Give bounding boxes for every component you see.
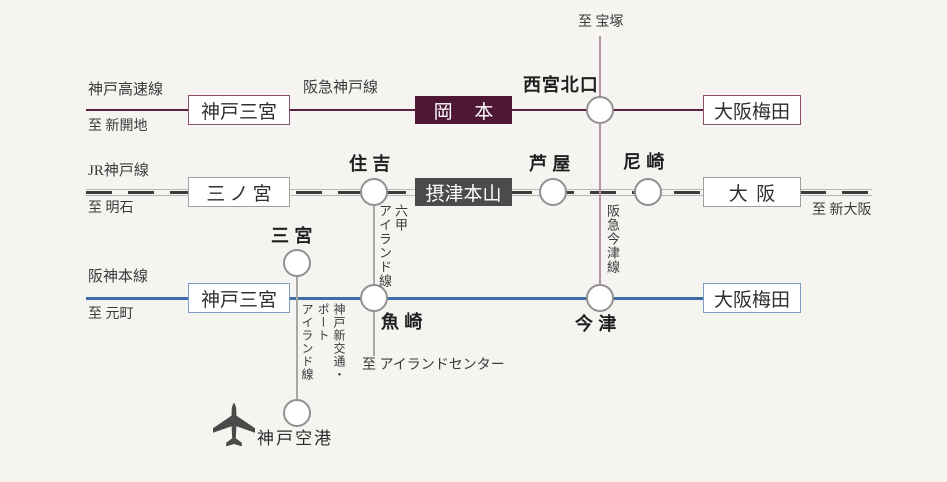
label-dest-shin-osaka: 至 新大阪 xyxy=(812,203,872,218)
label-dest-shinkaichi: 至 新開地 xyxy=(88,119,148,134)
station-marker-kobe-airport xyxy=(283,399,311,427)
rokko-island-line xyxy=(373,192,375,356)
hanshin-main-line xyxy=(86,297,703,300)
station-label: 大阪 xyxy=(728,183,784,205)
station-marker-imazu xyxy=(586,284,614,312)
station-label: 岡本 xyxy=(433,101,516,123)
label-dest-akashi: 至 明石 xyxy=(88,201,134,216)
label-station-uozaki: 魚崎 xyxy=(381,312,428,332)
station-label: 大阪梅田 xyxy=(713,289,790,311)
label-station-ashiya: 芦屋 xyxy=(529,154,576,174)
label-station-amagasaki: 尼崎 xyxy=(623,152,670,172)
label-station-sumiyoshi: 住吉 xyxy=(349,154,396,174)
station-marker-uozaki xyxy=(360,284,388,312)
airplane-icon xyxy=(213,402,255,447)
station-marker-sannomiya-port xyxy=(283,249,311,277)
label-rokko-island-line: 六甲 アイランド線 xyxy=(377,204,408,289)
label-port-island-line: 神戸新交通・ ポート アイランド線 xyxy=(300,303,346,381)
label-kobe-kosoku-line: 神戸高速線 xyxy=(88,82,164,98)
label-station-sannomiya-port: 三宮 xyxy=(271,226,318,246)
station-box-okamoto: 岡本 xyxy=(415,96,512,124)
hankyu-kobe-line xyxy=(86,109,703,111)
station-box-sannomiya-jr: 三ノ宮 xyxy=(188,177,290,207)
station-box-osaka: 大阪 xyxy=(703,177,801,207)
station-box-hankyu-osaka-umeda: 大阪梅田 xyxy=(703,95,801,125)
station-box-hanshin-osaka-umeda: 大阪梅田 xyxy=(703,283,801,313)
station-box-hanshin-kobe-sannomiya: 神戸三宮 xyxy=(188,283,290,313)
label-hanshin-main-line: 阪神本線 xyxy=(88,269,149,285)
label-jr-kobe-line: JR神戸線 xyxy=(88,163,149,179)
station-label: 摂津本山 xyxy=(425,183,502,205)
station-marker-ashiya xyxy=(539,178,567,206)
label-dest-motomachi: 至 元町 xyxy=(88,307,134,322)
label-station-imazu: 今津 xyxy=(575,314,622,334)
station-marker-amagasaki xyxy=(634,178,662,206)
label-dest-island-center: 至 アイランドセンター xyxy=(362,358,505,373)
station-label: 神戸三宮 xyxy=(200,101,277,123)
station-label: 三ノ宮 xyxy=(206,183,276,205)
label-station-nishinomiya-kitaguchi: 西宮北口 xyxy=(523,75,599,95)
station-marker-sumiyoshi xyxy=(360,178,388,206)
hankyu-imazu-line xyxy=(599,36,601,298)
station-box-settsu-motoyama: 摂津本山 xyxy=(415,178,512,206)
station-label: 神戸三宮 xyxy=(200,289,277,311)
station-label: 大阪梅田 xyxy=(713,101,790,123)
station-marker-nishinomiya-kitaguchi xyxy=(586,96,614,124)
label-hankyu-imazu-line: 阪急今津線 xyxy=(605,204,620,275)
label-station-kobe-airport: 神戸空港 xyxy=(257,429,334,448)
station-box-hankyu-kobe-sannomiya: 神戸三宮 xyxy=(188,95,290,125)
port-island-line xyxy=(296,263,298,413)
label-hankyu-kobe-line: 阪急神戸線 xyxy=(303,80,379,96)
label-dest-takarazuka: 至 宝塚 xyxy=(578,15,624,30)
